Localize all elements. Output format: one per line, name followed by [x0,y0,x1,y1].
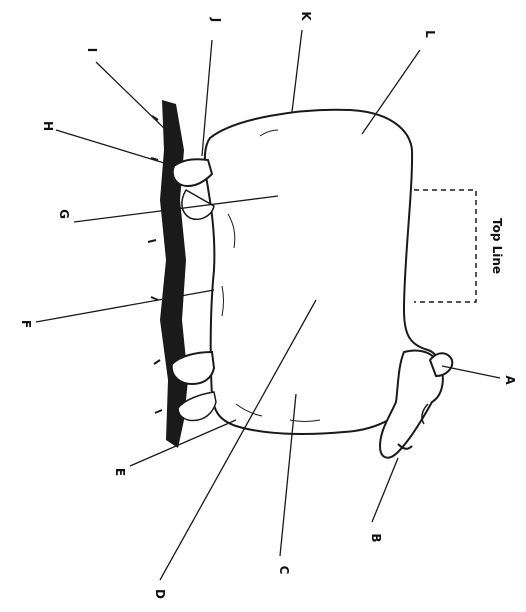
ground [148,100,188,448]
label-i: I [85,48,99,52]
label-a: A [503,375,517,385]
label-l: L [423,30,437,38]
label-h: H [41,121,55,131]
label-b: B [369,533,383,542]
label-g: G [57,209,71,219]
label-c: C [277,566,291,575]
top-line-label: Top Line [490,218,504,274]
label-e: E [113,468,127,476]
top-line-bracket [414,190,476,302]
label-k: K [299,11,313,21]
label-f: F [19,320,33,328]
label-j: J [209,17,223,22]
label-d: D [153,589,167,599]
